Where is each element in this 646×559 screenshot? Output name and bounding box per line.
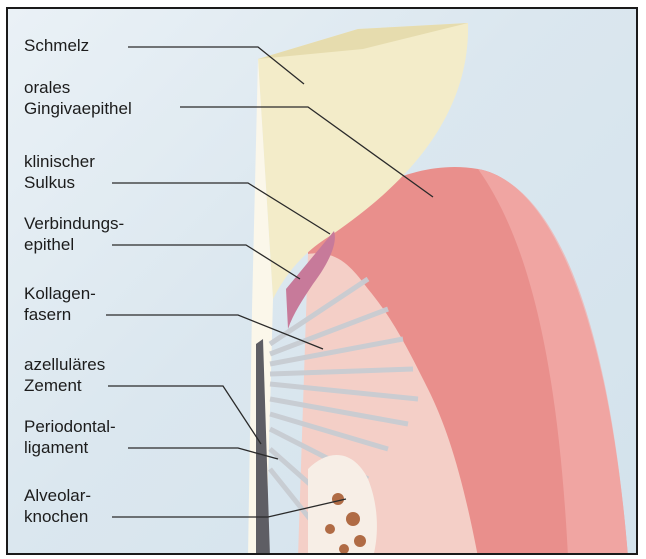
label-schmelz: Schmelz <box>24 35 89 56</box>
label-sulkus: klinischer Sulkus <box>24 151 95 193</box>
label-knochen: Alveolar- knochen <box>24 485 91 527</box>
label-zement: azelluläres Zement <box>24 354 105 396</box>
diagram-frame: Schmelz orales Gingivaepithel klinischer… <box>6 7 638 555</box>
label-gingivaepithel: orales Gingivaepithel <box>24 77 132 119</box>
label-verbindungsepithel: Verbindungs- epithel <box>24 213 124 255</box>
label-kollagenfasern: Kollagen- fasern <box>24 283 96 325</box>
label-ligament: Periodontal- ligament <box>24 416 116 458</box>
